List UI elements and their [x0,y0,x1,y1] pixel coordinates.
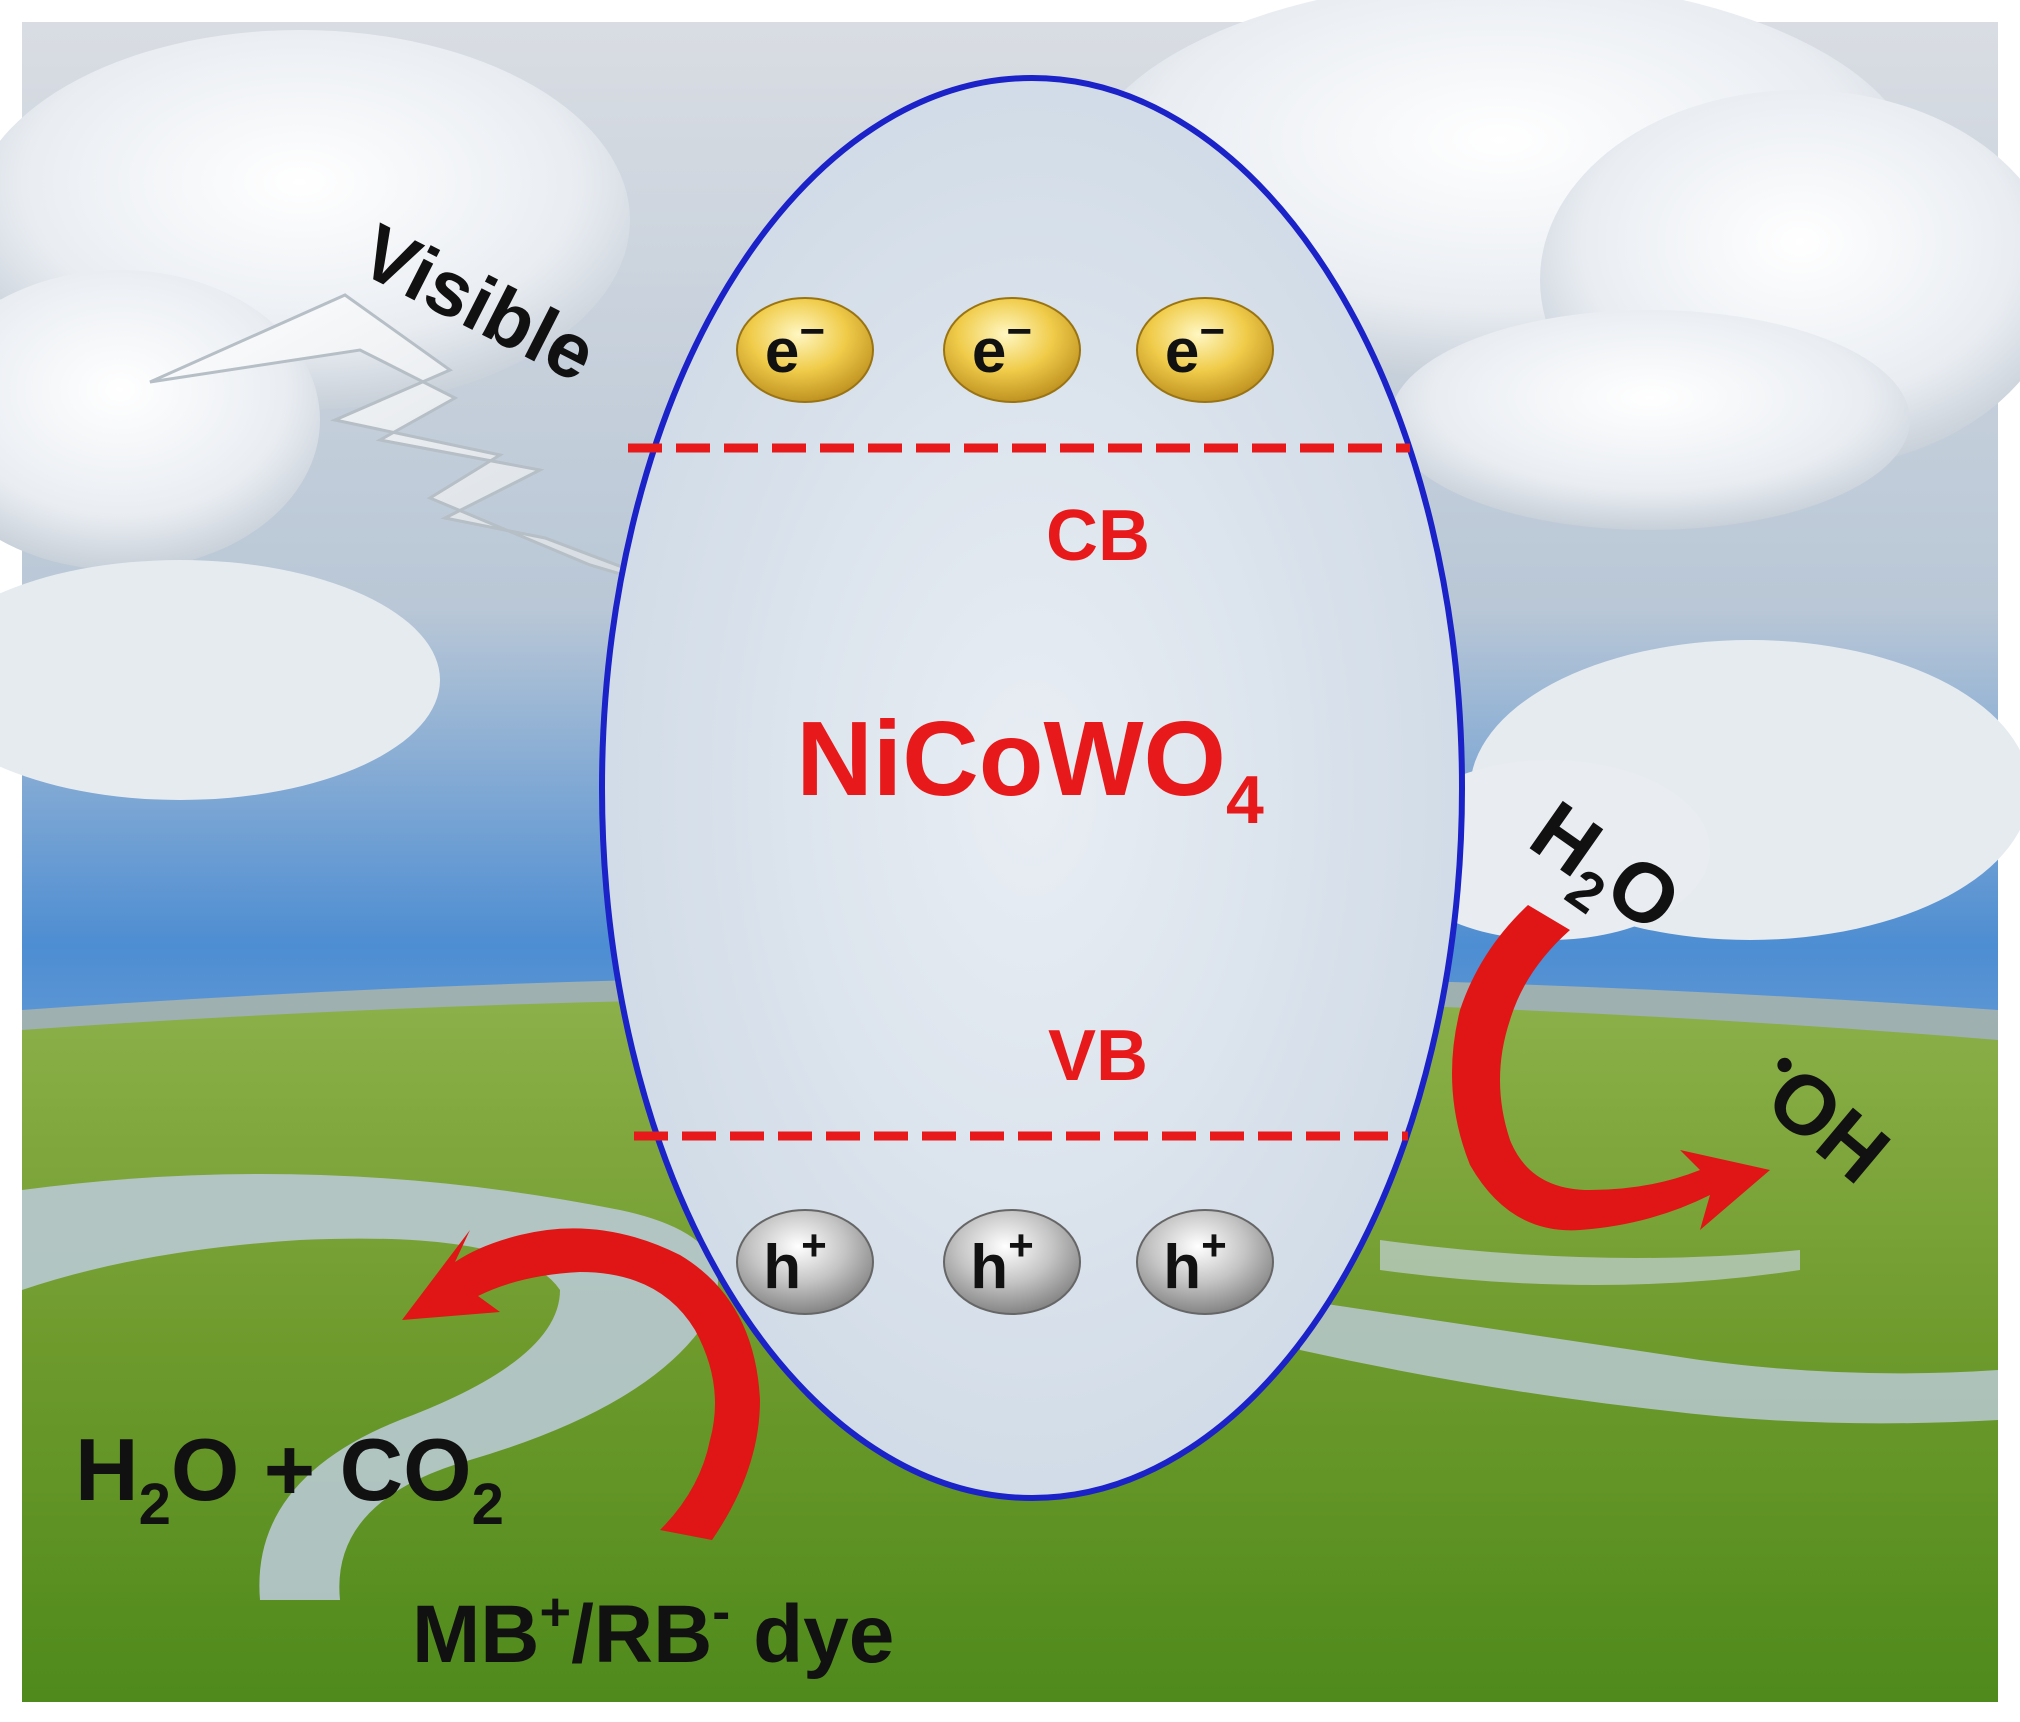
electron-row: e− e− e− [736,297,1274,403]
cb-label: CB [1046,496,1150,576]
svg-text:e−: e− [972,307,1032,386]
svg-text:e−: e− [765,307,825,386]
dye-reactant-label: MB+/RB- dye [412,1582,894,1680]
material-formula: NiCoWO4 [796,700,1264,838]
degradation-arrow-icon [402,1228,760,1540]
electron-particle: e− [943,297,1081,403]
hole-particle: h+ [736,1209,874,1315]
hole-particle: h+ [1136,1209,1274,1315]
electron-particle: e− [1136,297,1274,403]
electron-particle: e− [736,297,874,403]
svg-text:h+: h+ [970,1221,1034,1302]
svg-text:h+: h+ [1163,1221,1227,1302]
vb-label: VB [1048,1016,1148,1096]
hole-particle: h+ [943,1209,1081,1315]
svg-text:e−: e− [1165,307,1225,386]
svg-text:h+: h+ [763,1221,827,1302]
hole-row: h+ h+ h+ [736,1209,1274,1315]
degradation-products-label: H2O + CO2 [75,1420,504,1537]
semiconductor-particle [599,75,1465,1501]
